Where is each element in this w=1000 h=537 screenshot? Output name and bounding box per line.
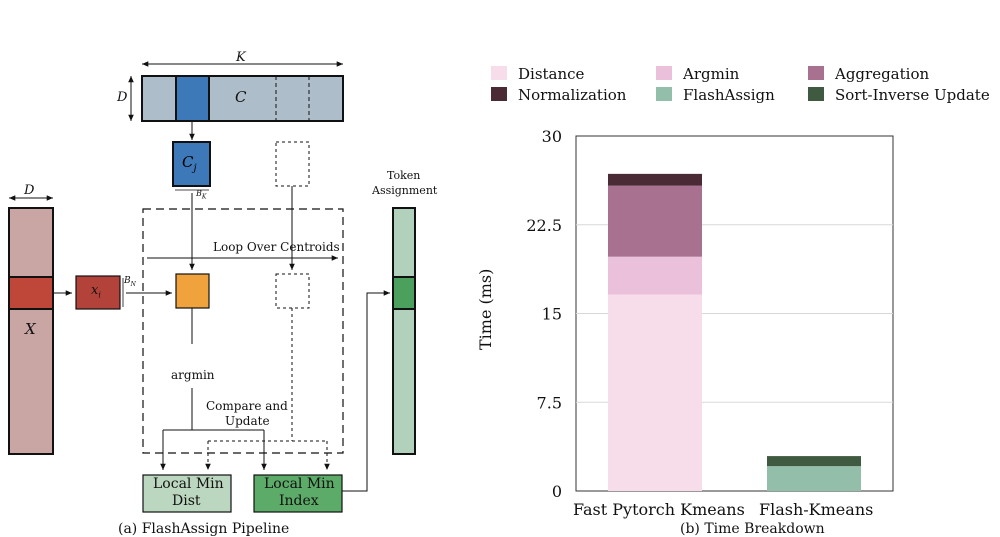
local-min-dist-label-2: Dist	[172, 493, 201, 509]
next-compute-tile	[275, 273, 310, 309]
y-tick-label: 22.5	[526, 216, 562, 235]
bar-segment	[608, 185, 702, 257]
bar-segment	[608, 256, 702, 295]
legend-label: FlashAssign	[683, 86, 775, 104]
compare-label-1: Compare and	[206, 399, 288, 413]
flashassign-diagram	[8, 61, 416, 513]
y-axis-label: Time (ms)	[476, 268, 495, 350]
local-min-index-label-2: Index	[279, 493, 319, 509]
bar-segment	[608, 294, 702, 491]
legend-swatch	[808, 87, 824, 101]
legend-label: Distance	[518, 65, 585, 83]
argmin-label: argmin	[171, 368, 215, 382]
token-matrix-x	[8, 207, 54, 455]
local-min-dist-box	[142, 474, 232, 513]
bar-segment	[767, 456, 861, 467]
cj-label: Cj	[182, 153, 197, 174]
local-min-dist-label-1: Local Min	[153, 476, 224, 492]
diagram-caption: (a) FlashAssign Pipeline	[118, 521, 290, 537]
legend-label: Sort-Inverse Update	[835, 86, 990, 104]
x-label: X	[25, 320, 36, 338]
c-label: C	[235, 88, 247, 106]
legend-label: Aggregation	[834, 65, 929, 83]
loop-label: Loop Over Centroids	[213, 240, 340, 254]
distance-compute-tile	[175, 273, 210, 309]
category-label-0: Fast Pytorch Kmeans	[573, 500, 745, 519]
legend-swatch	[808, 66, 824, 80]
legend-label: Argmin	[682, 65, 740, 83]
local-min-index-box	[253, 474, 343, 513]
bar-segment	[608, 173, 702, 186]
legend-swatch	[491, 87, 507, 101]
bar-segment	[767, 466, 861, 491]
y-tick-label: 7.5	[537, 393, 562, 412]
k-label: K	[236, 50, 246, 65]
token-block-highlight	[8, 276, 54, 310]
token-assignment-column	[392, 207, 416, 455]
d-label-left: D	[24, 183, 35, 198]
token-label-2: Assignment	[372, 184, 438, 197]
next-centroid-tile	[275, 141, 310, 187]
token-label-1: Token	[387, 169, 421, 182]
y-tick-label: 15	[542, 305, 562, 324]
legend-label: Normalization	[518, 86, 627, 104]
legend-swatch	[491, 66, 507, 80]
category-label-1: Flash-Kmeans	[759, 500, 874, 519]
y-tick-label: 30	[542, 127, 562, 146]
y-ticks: 0 7.5 15 22.5 30	[526, 127, 562, 501]
local-min-index-label-1: Local Min	[264, 476, 335, 492]
arrow-index-to-assignment	[342, 290, 390, 492]
chart-caption: (b) Time Breakdown	[680, 521, 825, 537]
bn-label: BN	[124, 276, 136, 288]
token-tile-xi	[75, 275, 121, 310]
d-label-top: D	[117, 90, 128, 105]
bk-label: BK	[196, 189, 207, 201]
time-breakdown-chart: 0 7.5 15 22.5 30 Distance Argmin AggregationNo…	[491, 65, 990, 501]
xi-label: xi	[91, 283, 101, 300]
centroid-tile-cj	[172, 141, 211, 187]
y-tick-label: 0	[552, 482, 562, 501]
legend-swatch	[656, 66, 672, 80]
compare-label-2: Update	[225, 414, 270, 428]
legend-swatch	[656, 87, 672, 101]
token-assignment-highlight	[392, 276, 416, 310]
centroid-block-highlight	[175, 75, 210, 122]
bars	[608, 173, 861, 491]
